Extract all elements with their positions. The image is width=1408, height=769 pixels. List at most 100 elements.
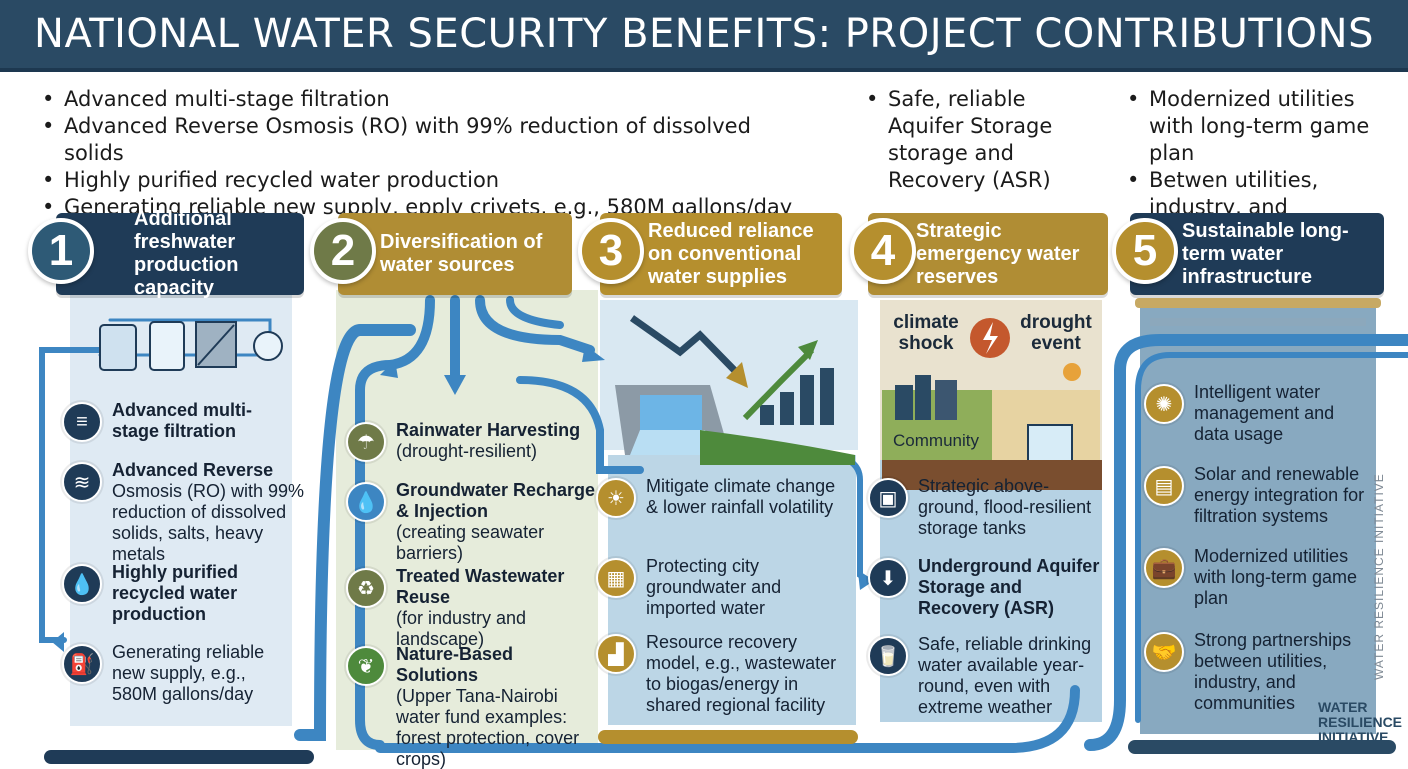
logo-text: WATER RESILIENCE INITIATIVE (1318, 699, 1403, 745)
rain-cloud-icon: ☂ (346, 422, 386, 462)
list-item: ❦ Nature-Based Solutions(Upper Tana-Nair… (346, 644, 594, 769)
item-subtitle: (creating seawater barriers) (396, 522, 545, 563)
list-item: ⬇ Underground Aquifer Storage and Recove… (868, 556, 1100, 619)
header-title: Sustainable long-term water infrastructu… (1182, 219, 1349, 288)
handshake-icon: 🤝 (1144, 632, 1184, 672)
sun-cloud-icon: ☀ (596, 478, 636, 518)
pipe-column-5-return (1084, 334, 1408, 751)
pipe-main-rise (294, 324, 416, 741)
step-number-4: 4 (850, 218, 916, 284)
community-label: Community (893, 431, 979, 450)
process-schematic (99, 321, 283, 371)
list-item: ☂ Rainwater Harvesting(drought-resilient… (346, 420, 594, 462)
recycle-icon: ♻ (346, 568, 386, 608)
item-subtitle: Safe, reliable drinking water available … (918, 634, 1092, 717)
item-subtitle: Modernized utilities with long-term game… (1194, 546, 1358, 608)
header-column-1: Additional freshwater production capacit… (56, 208, 304, 299)
header-title: Diversification of water sources (380, 231, 543, 276)
pipe-split-left (385, 295, 435, 370)
side-vertical-text: WATER RESILIENCE INITIATIVE (1372, 473, 1386, 680)
item-subtitle: Generating reliable new supply, e.g., 58… (112, 642, 265, 704)
list-item: ⛽ Generating reliable new supply, e.g., … (62, 642, 294, 705)
list-item: ▣ Strategic above-ground, flood-resilien… (868, 476, 1100, 539)
bullet-item: Advanced multi-stage filtration (40, 86, 800, 113)
base-bar-3 (598, 730, 858, 744)
item-subtitle: Protecting city groundwater and imported… (646, 556, 782, 618)
item-title: Highly purified recycled water productio… (112, 562, 238, 624)
pipe-split-right (475, 295, 595, 355)
arrow-right-icon (858, 572, 872, 590)
item-title: Groundwater Recharge & Injection (396, 480, 596, 521)
item-subtitle: Osmosis (RO) with 99% reduction of disso… (112, 481, 305, 564)
item-subtitle: (for industry and landscape) (396, 608, 527, 649)
storage-tank-icon: ▣ (868, 478, 908, 518)
bar-chart-icon: ▟ (596, 634, 636, 674)
step-number-5: 5 (1112, 218, 1178, 284)
item-subtitle: Solar and renewable energy integration f… (1194, 464, 1365, 526)
filter-icon: ≡ (62, 402, 102, 442)
sprout-icon: ❦ (346, 646, 386, 686)
pipe-to-column-3 (516, 376, 644, 474)
pipe-column-1-left (39, 347, 103, 643)
network-icon: ✺ (1144, 384, 1184, 424)
dam-illustration (615, 385, 855, 465)
bullet-item: Modernized utilities with long-term game… (1125, 86, 1385, 167)
step-number-1: 1 (28, 218, 94, 284)
item-subtitle: Mitigate climate change & lower rainfall… (646, 476, 836, 517)
membrane-icon: ≋ (62, 462, 102, 502)
solar-panel-icon: ▤ (1144, 466, 1184, 506)
water-drop-icon: 💧 (62, 564, 102, 604)
bullet-item: Advanced Reverse Osmosis (RO) with 99% r… (40, 113, 800, 167)
step-number-2: 2 (310, 218, 376, 284)
item-title: Advanced multi-stage filtration (112, 400, 253, 441)
list-item: 💧 Highly purified recycled water product… (62, 562, 294, 625)
item-subtitle: (drought-resilient) (396, 441, 538, 461)
water-glass-icon: 🥛 (868, 636, 908, 676)
item-title: Rainwater Harvesting (396, 420, 581, 440)
groundwater-drop-icon: 💧 (346, 482, 386, 522)
list-item: ♻ Treated Wastewater Reuse(for industry … (346, 566, 594, 650)
bullet-item: Highly purified recycled water productio… (40, 167, 800, 194)
header-column-2: Diversification of water sources (338, 213, 572, 295)
pipe-bottom-run (375, 685, 1080, 753)
fuel-pump-icon: ⛽ (62, 644, 102, 684)
item-subtitle: Resource recovery model, e.g., wastewate… (646, 632, 837, 715)
header-title: Additional freshwater production capacit… (134, 208, 239, 299)
aquifer-icon: ⬇ (868, 558, 908, 598)
column-3-background (608, 455, 856, 725)
trend-chart-illustration (629, 315, 834, 425)
pipe-column-5-inner (1135, 352, 1408, 723)
column-4-background (880, 460, 1102, 722)
top-bullets-left: Advanced multi-stage filtration Advanced… (40, 86, 800, 221)
item-subtitle: (Upper Tana-Nairobi water fund examples:… (396, 686, 580, 769)
briefcase-icon: 💼 (1144, 548, 1184, 588)
list-item: ✺ Intelligent water management and data … (1144, 382, 1366, 445)
list-item: ≡ Advanced multi-stage filtration (62, 400, 294, 442)
top-bullets-mid: Safe, reliable Aquifer Storage storage a… (864, 86, 1094, 194)
list-item: 🥛 Safe, reliable drinking water availabl… (868, 634, 1100, 718)
list-item: ▦ Protecting city groundwater and import… (596, 556, 852, 619)
item-title: Treated Wastewater Reuse (396, 566, 565, 607)
infrastructure-bars (1135, 298, 1381, 326)
header-title: Strategic emergency water reserves (916, 219, 1080, 288)
climate-shock-label: climate shock (893, 312, 959, 354)
pipe-column-2-left (355, 360, 395, 750)
list-item: 💼 Modernized utilities with long-term ga… (1144, 546, 1366, 609)
city-icon: ▦ (596, 558, 636, 598)
base-bar-1 (44, 750, 314, 764)
emergency-illustration (882, 318, 1102, 490)
arrow-down-icon (444, 375, 466, 395)
header-title: Reduced reliance on conventional water s… (648, 219, 814, 288)
list-item: 🤝 Strong partnerships between utilities,… (1144, 630, 1366, 714)
bullet-item: Safe, reliable Aquifer Storage storage a… (864, 86, 1094, 194)
item-subtitle: Strategic above-ground, flood-resilient … (918, 476, 1092, 538)
item-subtitle: Underground Aquifer Storage and Recovery… (918, 556, 1100, 618)
arrow-left-icon (380, 360, 398, 378)
base-bar-5 (1128, 740, 1396, 754)
list-item: ▤ Solar and renewable energy integration… (1144, 464, 1366, 527)
arrow-left-icon (52, 632, 64, 652)
drought-event-label: drought event (1020, 312, 1092, 354)
list-item: ☀ Mitigate climate change & lower rainfa… (596, 476, 852, 518)
